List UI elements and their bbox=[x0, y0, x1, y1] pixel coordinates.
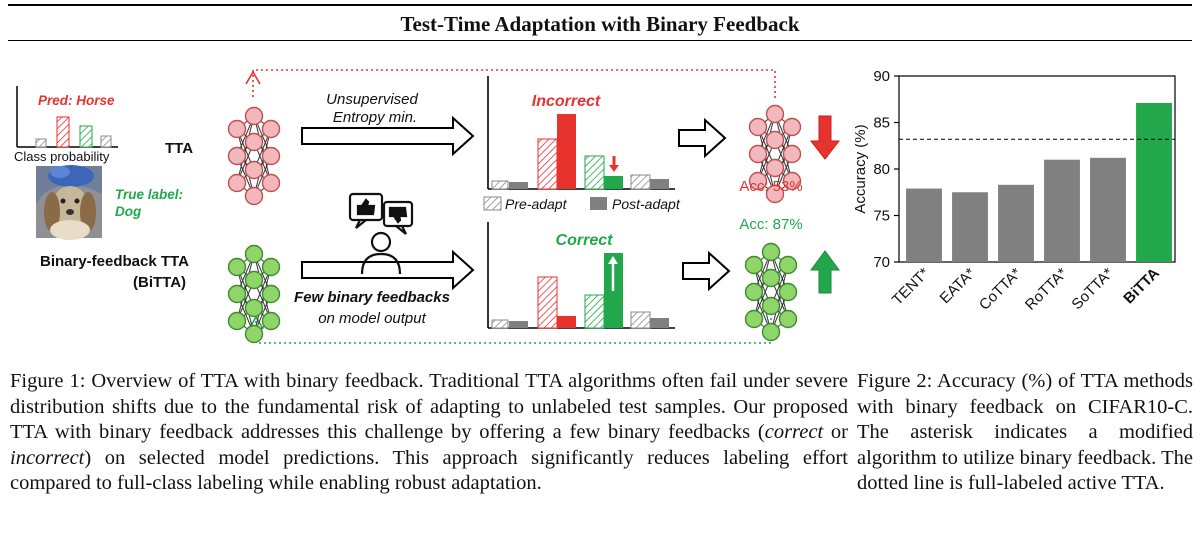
true-label-line1: True label: bbox=[115, 187, 183, 202]
bitta-label-line2: (BiTTA) bbox=[133, 274, 186, 291]
bar-eata-star bbox=[952, 192, 988, 262]
x-tick-label: TENT* bbox=[889, 265, 933, 309]
unsup-line1: Unsupervised bbox=[326, 91, 418, 108]
accuracy-down-icon bbox=[809, 115, 841, 160]
post-bar bbox=[509, 321, 528, 328]
figure1-caption: Figure 1: Overview of TTA with binary fe… bbox=[10, 369, 848, 497]
unsup-line2: Entropy min. bbox=[333, 109, 417, 126]
x-tick-label: EATA* bbox=[937, 265, 979, 307]
post-bar bbox=[557, 316, 576, 328]
bitta-arrow bbox=[301, 249, 475, 291]
tta-label: TTA bbox=[165, 140, 193, 157]
figure2-caption: Figure 2: Accuracy (%) of TTA methods wi… bbox=[857, 370, 1193, 494]
tta-output-network-icon bbox=[748, 104, 802, 204]
pre-bar bbox=[584, 294, 605, 329]
tta-input-network-icon bbox=[227, 106, 281, 206]
correct-label: Correct bbox=[556, 232, 614, 249]
accuracy-up-icon bbox=[810, 250, 840, 294]
pre-bar bbox=[537, 138, 558, 190]
caption-text: or bbox=[823, 421, 849, 443]
on-output-label: on model output bbox=[318, 310, 426, 327]
x-tick-label: SoTTA* bbox=[1068, 265, 1116, 313]
pre-bar bbox=[491, 180, 509, 190]
tta-out-arrow bbox=[678, 117, 727, 159]
incorrect-label: Incorrect bbox=[532, 93, 601, 110]
class-prob-chart: Pred: Horse Class probability bbox=[14, 86, 118, 164]
y-tick-label: 75 bbox=[873, 208, 890, 225]
caption-italic-incorrect: incorrect bbox=[10, 446, 85, 469]
pre-bar bbox=[491, 319, 509, 329]
prob-bar bbox=[56, 116, 70, 148]
caption-text: Figure 1: Overview of TTA with binary fe… bbox=[10, 370, 848, 443]
post-bar bbox=[604, 176, 623, 189]
dog-image bbox=[36, 165, 102, 240]
y-tick-label: 80 bbox=[873, 161, 890, 178]
y-tick-label: 70 bbox=[873, 254, 890, 271]
chart-legend: Pre-adapt Post-adapt bbox=[483, 196, 681, 212]
bitta-label-line1: Binary-feedback TTA bbox=[40, 253, 189, 270]
legend-post-swatch bbox=[590, 197, 607, 210]
bitta-output-chart: Correct bbox=[487, 222, 675, 329]
legend-post-label: Post-adapt bbox=[612, 196, 681, 212]
acc-bitta: Acc: 87% bbox=[739, 216, 802, 233]
caption-text: ) on selected model predictions. This ap… bbox=[10, 446, 848, 495]
legend-pre-label: Pre-adapt bbox=[505, 196, 568, 212]
bar-tent-star bbox=[906, 188, 942, 262]
feedback-person-icon bbox=[348, 192, 414, 275]
true-label-line2: Dog bbox=[115, 204, 142, 219]
bar-bitta bbox=[1136, 102, 1172, 262]
acc-tta: Acc: 53% bbox=[739, 178, 802, 195]
x-tick-label: CoTTA* bbox=[976, 265, 1025, 314]
pre-bar bbox=[630, 174, 651, 190]
prob-bar bbox=[100, 135, 112, 148]
bar-rotta-star bbox=[1044, 159, 1080, 262]
title-bar: Test-Time Adaptation with Binary Feedbac… bbox=[8, 0, 1192, 44]
y-tick-label: 85 bbox=[873, 115, 890, 132]
figure2-chart: 70 75 80 85 90TENT*EATA*CoTTA*RoTTA*SoTTA*Bi… bbox=[855, 70, 1176, 314]
post-bar bbox=[557, 114, 576, 189]
top-rule bbox=[8, 4, 1192, 6]
post-bar bbox=[509, 182, 528, 189]
figure1-diagram: Pred: Horse Class probability True label… bbox=[14, 69, 841, 344]
bar-cotta-star bbox=[998, 184, 1034, 262]
pre-bar bbox=[630, 311, 651, 329]
down-arrow-icon bbox=[609, 165, 619, 172]
prob-bar bbox=[35, 138, 47, 148]
bitta-input-network-icon bbox=[227, 244, 281, 344]
bitta-output-network-icon bbox=[744, 242, 798, 342]
class-prob-label: Class probability bbox=[14, 149, 110, 164]
caption-italic-correct: correct bbox=[764, 421, 824, 443]
tta-arrow bbox=[301, 115, 475, 157]
post-bar bbox=[650, 318, 669, 328]
page-title: Test-Time Adaptation with Binary Feedbac… bbox=[400, 12, 800, 36]
pred-label: Pred: Horse bbox=[38, 93, 115, 108]
bitta-out-arrow bbox=[682, 250, 731, 292]
x-tick-label: RoTTA* bbox=[1022, 265, 1071, 314]
x-tick-label: BiTTA bbox=[1120, 265, 1163, 308]
y-tick-label: 90 bbox=[873, 70, 890, 85]
pre-bar bbox=[584, 155, 605, 190]
tta-loop-head bbox=[245, 70, 261, 85]
tta-output-chart: Incorrect bbox=[487, 76, 675, 190]
few-feedback-label: Few binary feedbacks bbox=[294, 289, 450, 306]
y-axis-label: Accuracy (%) bbox=[855, 124, 869, 213]
bottom-rule bbox=[8, 40, 1192, 41]
post-bar bbox=[650, 179, 669, 189]
legend-pre-swatch bbox=[483, 196, 502, 211]
up-arrow-icon bbox=[608, 256, 618, 264]
pre-bar bbox=[537, 276, 558, 329]
prob-bar bbox=[79, 125, 93, 148]
bar-sotta-star bbox=[1090, 157, 1126, 262]
